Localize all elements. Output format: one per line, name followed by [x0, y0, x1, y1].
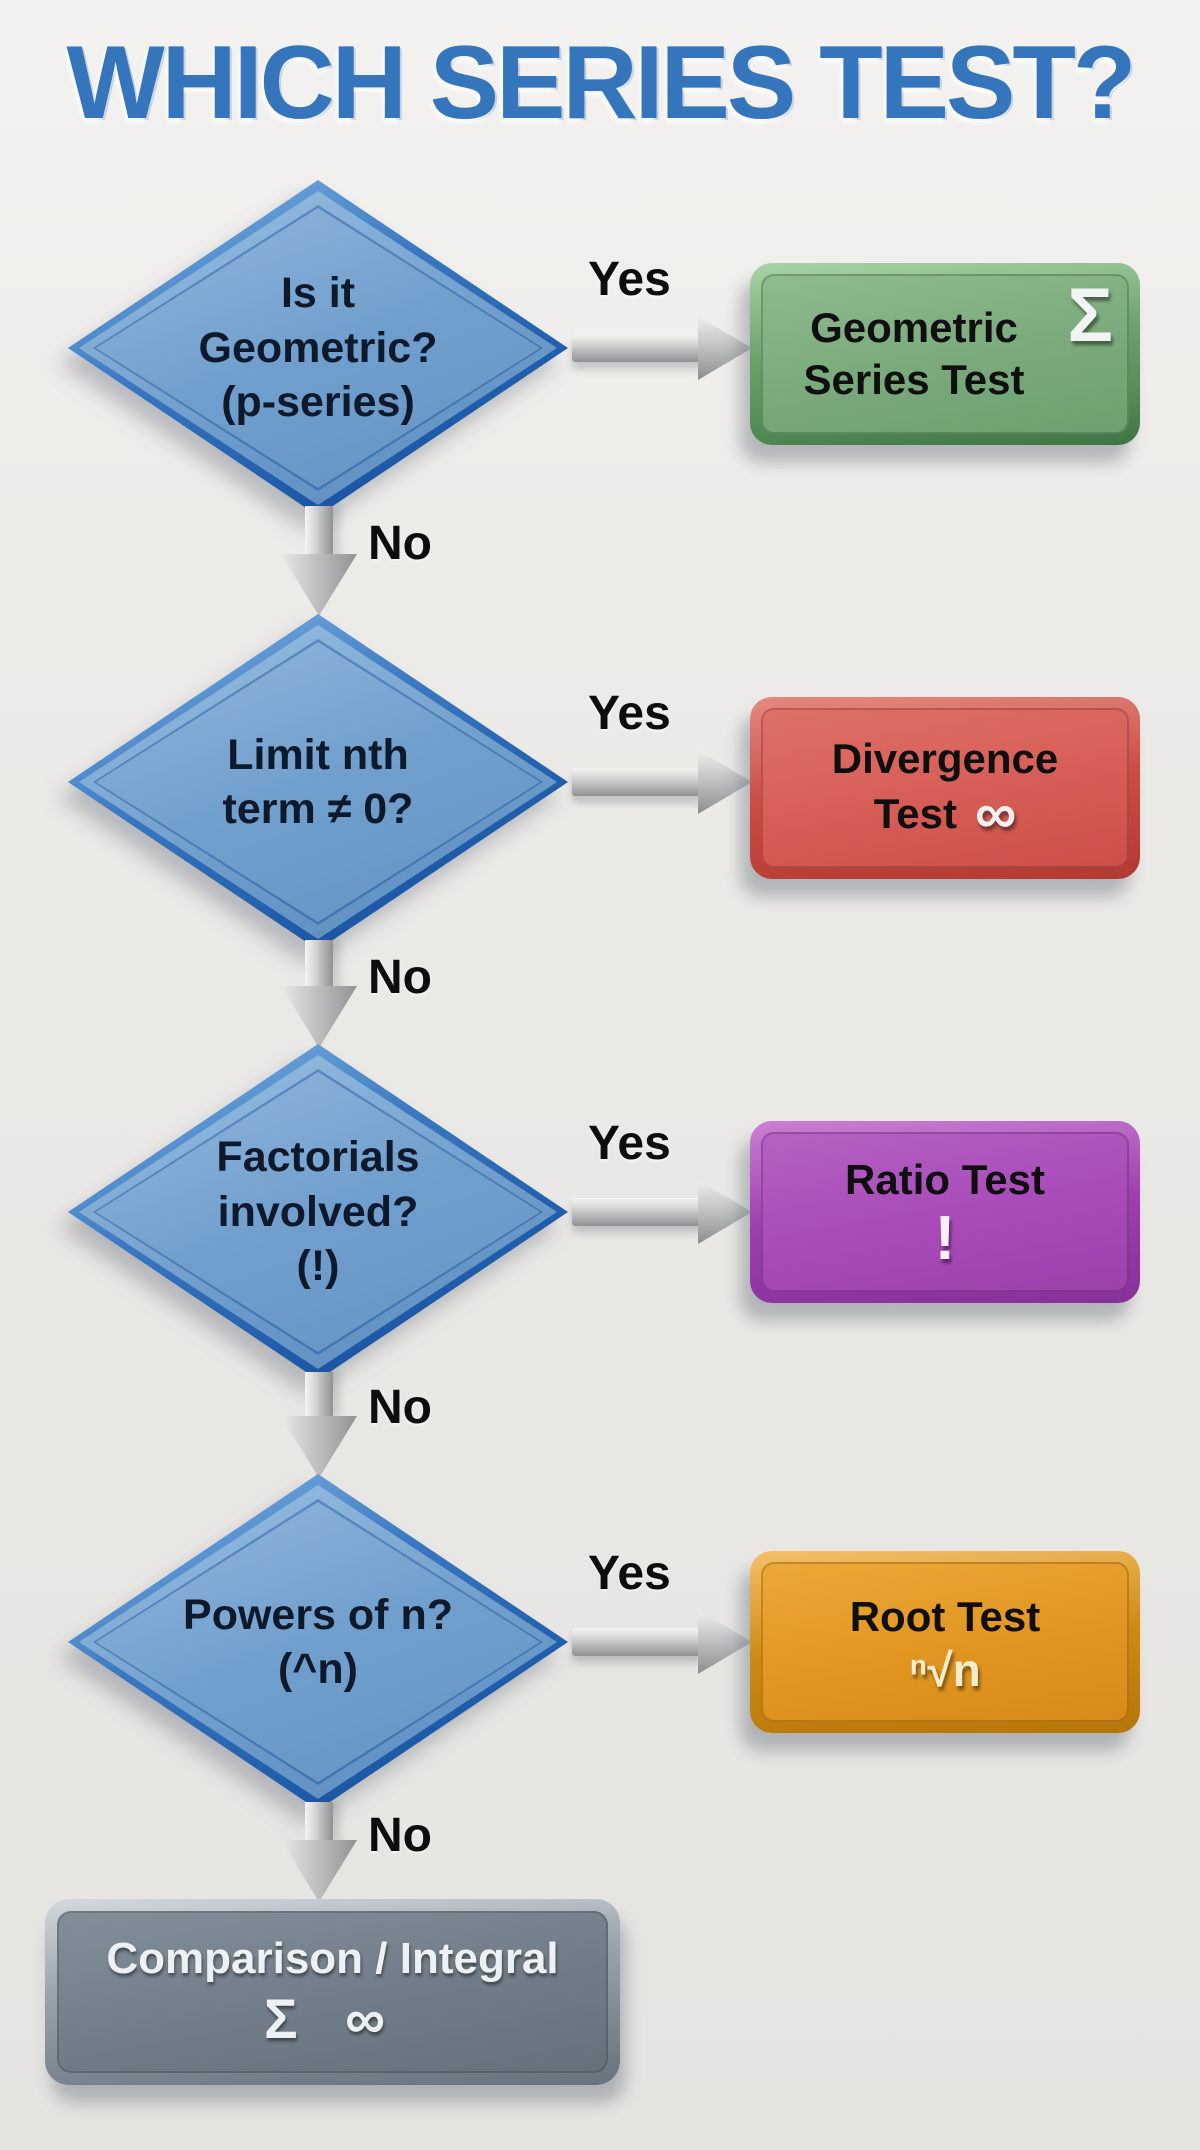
result-text: Ratio Test ! — [845, 1154, 1045, 1271]
no-arrow-head-icon — [281, 554, 357, 616]
yes-arrow-shaft — [572, 334, 702, 362]
infinity-icon: ∞ — [974, 781, 1017, 847]
question-line: Limit nth — [227, 730, 409, 779]
no-label: No — [368, 951, 432, 1004]
no-arrow-shaft — [305, 940, 333, 990]
result-line: Ratio Test — [845, 1155, 1045, 1203]
yes-label: Yes — [588, 1547, 671, 1600]
result-box-root-test: Root Test ⁿ√n — [750, 1551, 1140, 1733]
yes-arrow-head-icon — [698, 1610, 752, 1674]
decision-diamond-limit: Limit nth term ≠ 0? — [68, 614, 568, 950]
nth-root-icon: ⁿ√n — [909, 1644, 981, 1697]
yes-arrow-shaft — [572, 768, 702, 796]
question-text-factorials: Factorials involved? (!) — [68, 1044, 568, 1380]
page-title: WHICH SERIES TEST? — [66, 25, 1137, 141]
final-inner-panel: Comparison / Integral Σ ∞ — [57, 1911, 608, 2073]
result-inner-panel: Geometric Series Test Σ — [761, 274, 1129, 434]
decision-diamond-geometric: Is it Geometric? (p-series) — [68, 180, 568, 516]
no-arrow-head-icon — [281, 1840, 357, 1902]
question-line: Geometric? — [198, 323, 438, 372]
result-line: Root Test — [849, 1592, 1041, 1640]
exclamation-icon: ! — [934, 1204, 956, 1274]
yes-arrow-head-icon — [698, 750, 752, 814]
result-box-divergence-test: Divergence Test ∞ — [750, 697, 1140, 879]
no-label: No — [368, 1809, 432, 1862]
yes-arrow-shaft — [572, 1628, 702, 1656]
question-line: (!) — [296, 1242, 340, 1291]
result-text: Geometric Series Test — [803, 302, 1086, 407]
result-line: Series Test — [803, 356, 1025, 403]
yes-arrow-head-icon — [698, 316, 752, 380]
final-label: Comparison / Integral — [106, 1933, 559, 1983]
question-text-powers: Powers of n? (^n) — [68, 1474, 568, 1810]
yes-label: Yes — [588, 687, 671, 740]
result-line: Test — [873, 790, 957, 837]
question-line: Powers of n? — [183, 1590, 453, 1639]
question-line: Factorials — [216, 1133, 420, 1182]
yes-arrow-head-icon — [698, 1180, 752, 1244]
question-line: (^n) — [277, 1645, 359, 1693]
no-label: No — [368, 1381, 432, 1434]
question-text-geometric: Is it Geometric? (p-series) — [68, 180, 568, 516]
question-line: (p-series) — [221, 378, 415, 427]
result-inner-panel: Ratio Test ! — [761, 1132, 1129, 1292]
question-text-limit: Limit nth term ≠ 0? — [68, 614, 568, 950]
result-text: Divergence Test ∞ — [832, 733, 1058, 844]
question-line: involved? — [217, 1187, 419, 1236]
no-arrow-shaft — [305, 506, 333, 560]
no-label: No — [368, 517, 432, 570]
yes-label: Yes — [588, 253, 671, 306]
yes-label: Yes — [588, 1117, 671, 1170]
result-text: Root Test ⁿ√n — [850, 1591, 1041, 1694]
result-line: Geometric — [810, 303, 1018, 351]
question-line: Is it — [280, 269, 356, 318]
sigma-icon: Σ — [1067, 273, 1113, 358]
result-box-geometric-series-test: Geometric Series Test Σ — [750, 263, 1140, 445]
no-arrow-shaft — [305, 1372, 333, 1420]
yes-arrow-shaft — [572, 1198, 702, 1226]
question-line: term ≠ 0? — [222, 785, 414, 833]
sigma-infinity-icon: Σ ∞ — [263, 1986, 402, 2050]
decision-diamond-factorials: Factorials involved? (!) — [68, 1044, 568, 1380]
result-inner-panel: Divergence Test ∞ — [761, 708, 1129, 868]
result-inner-panel: Root Test ⁿ√n — [761, 1562, 1129, 1722]
final-box-comparison-integral: Comparison / Integral Σ ∞ — [45, 1899, 620, 2085]
result-box-ratio-test: Ratio Test ! — [750, 1121, 1140, 1303]
no-arrow-head-icon — [281, 1416, 357, 1478]
result-line-row: Test ∞ — [874, 785, 1017, 843]
decision-diamond-powers: Powers of n? (^n) — [68, 1474, 568, 1810]
no-arrow-shaft — [305, 1802, 333, 1844]
no-arrow-head-icon — [281, 986, 357, 1048]
result-line: Divergence — [831, 734, 1059, 782]
